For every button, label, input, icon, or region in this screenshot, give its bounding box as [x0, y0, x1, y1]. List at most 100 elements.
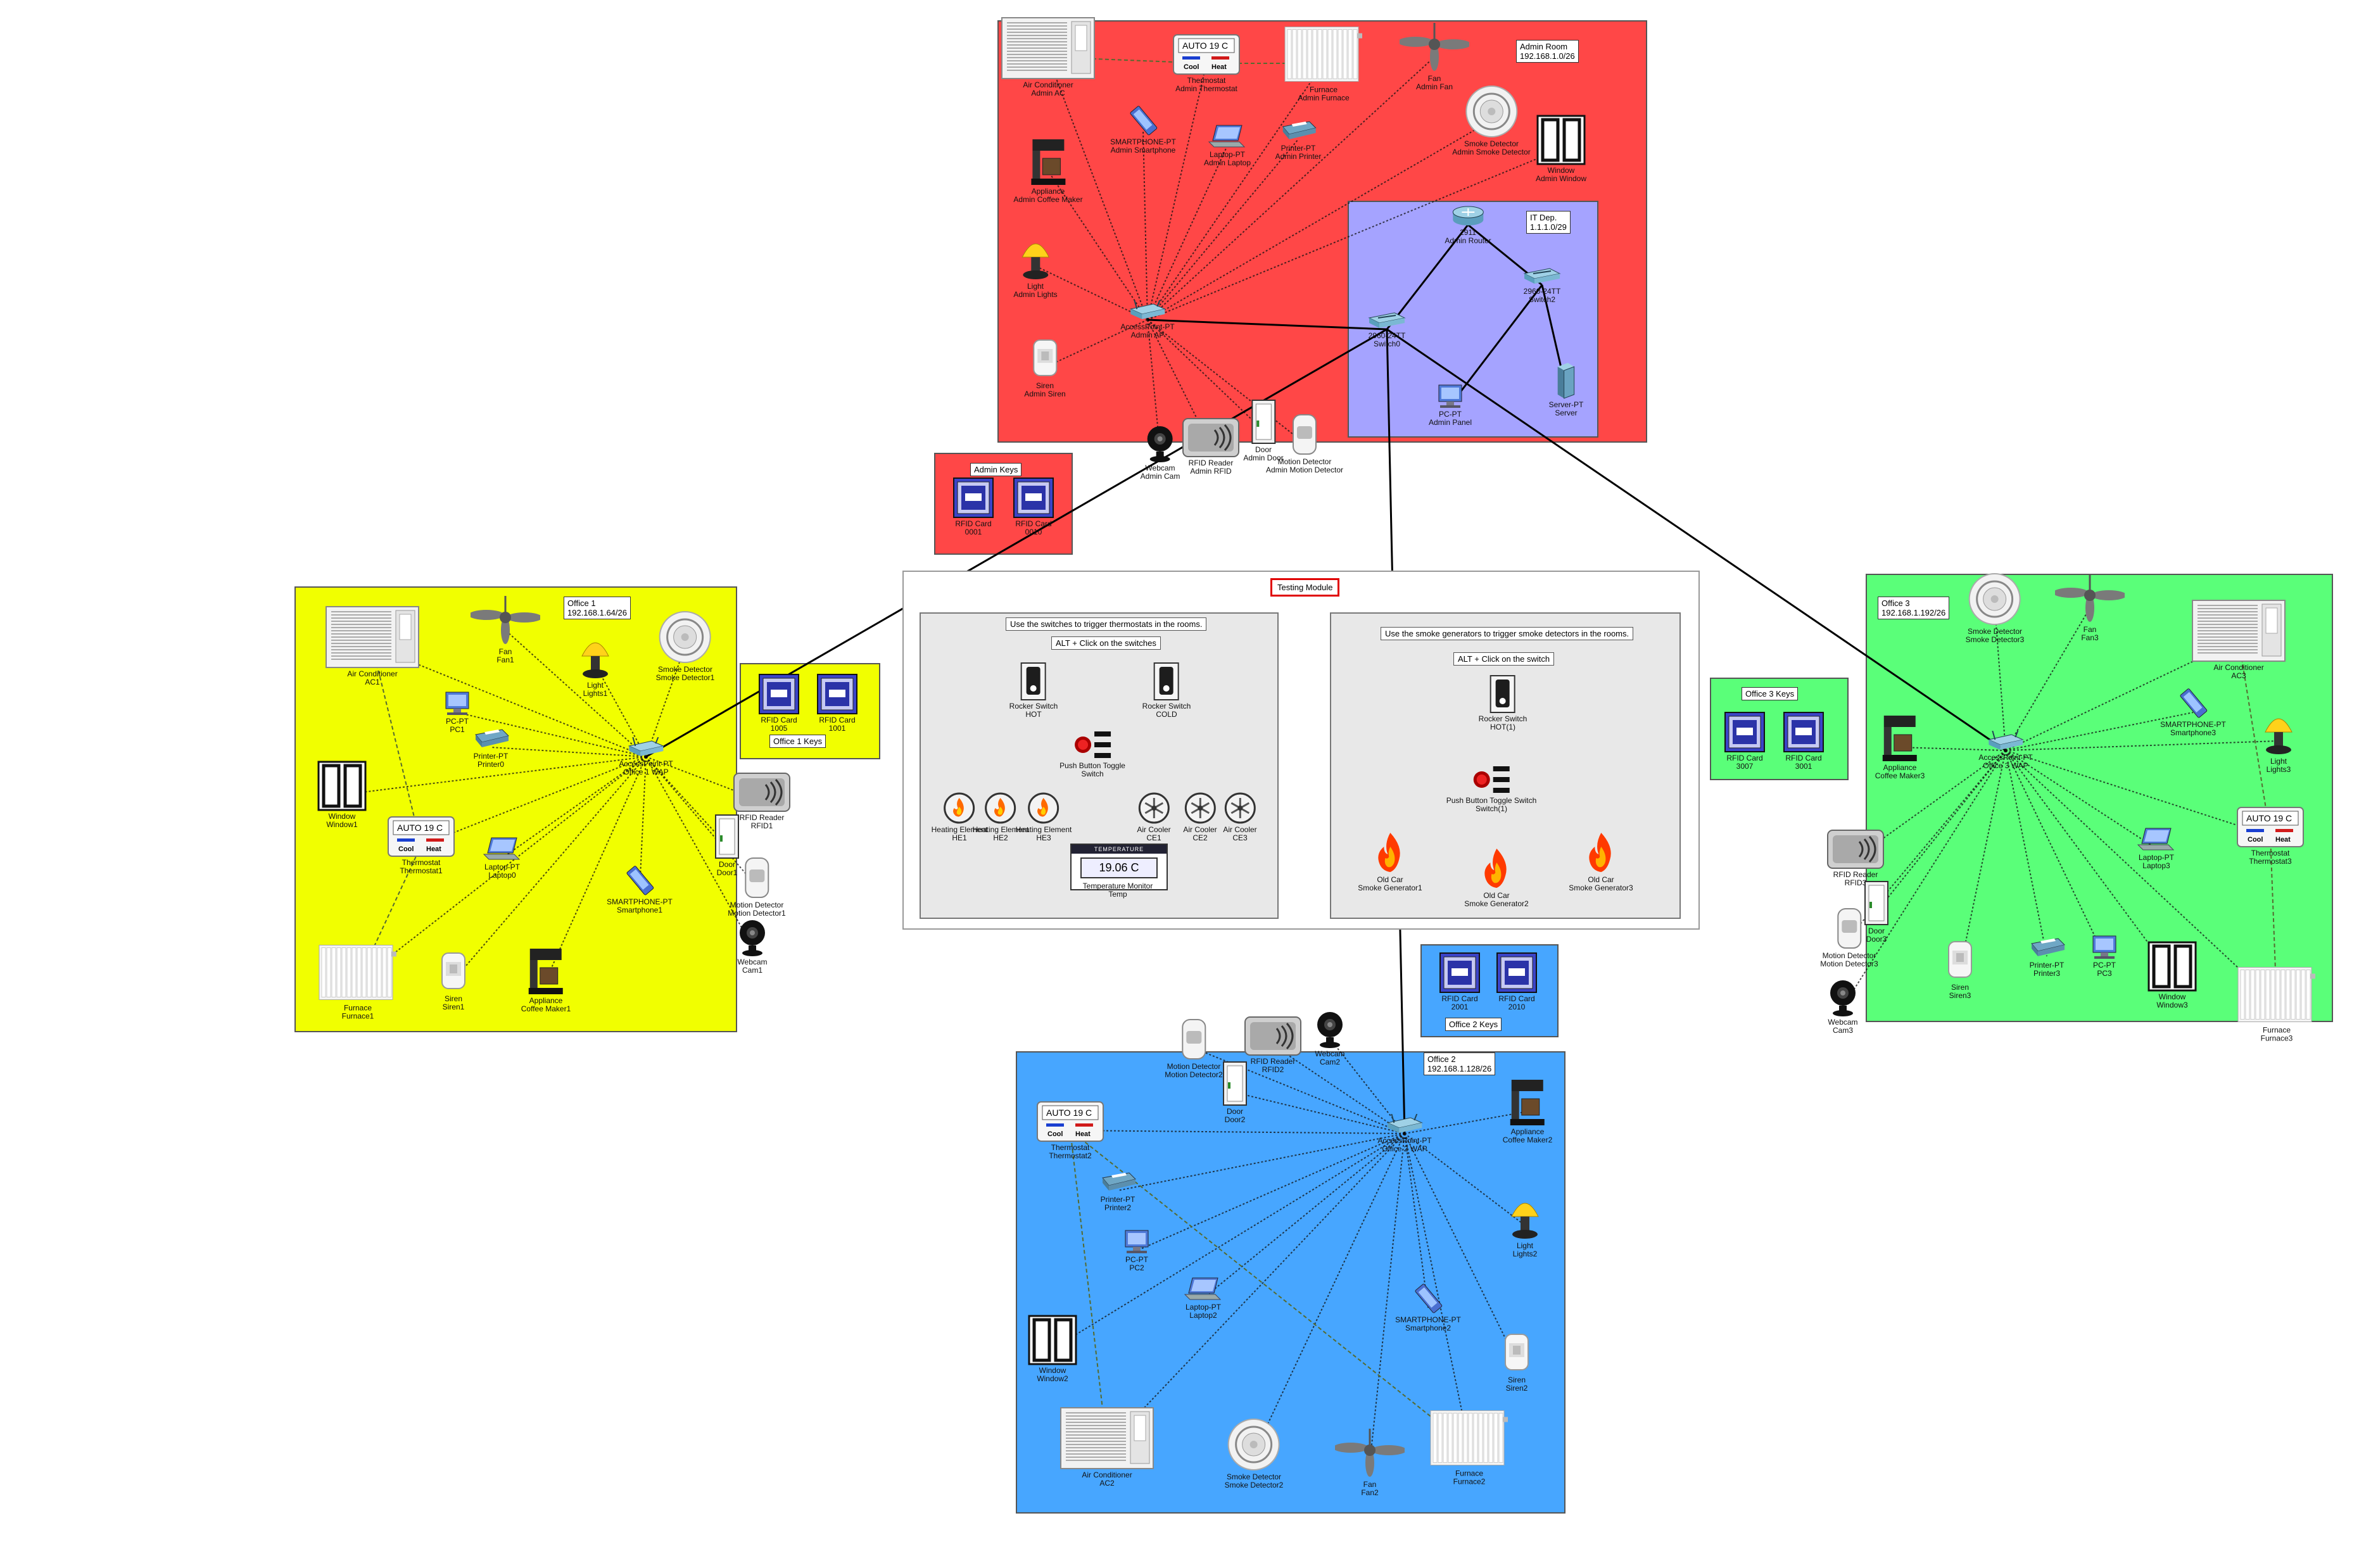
- device-office2-fan[interactable]: Fan Fan2: [1335, 1429, 1405, 1497]
- device-admin-door[interactable]: Door Admin Door: [1243, 399, 1284, 462]
- device-card-2010[interactable]: RFID Card 2010: [1496, 952, 1538, 1011]
- device-card-1005[interactable]: RFID Card 1005: [758, 673, 800, 733]
- device-card-1001[interactable]: RFID Card 1001: [816, 673, 858, 733]
- device-office2-webcam[interactable]: Webcam Cam2: [1313, 1011, 1346, 1066]
- device-office2-ac[interactable]: Air Conditioner AC2: [1059, 1407, 1154, 1488]
- device-office1-motion[interactable]: Motion Detector Motion Detector1: [728, 856, 786, 918]
- device-admin-light[interactable]: Light Admin Lights: [1013, 233, 1058, 299]
- device-he1[interactable]: Heating Element HE1: [932, 792, 987, 842]
- device-admin-ac[interactable]: Air Conditioner Admin AC: [1001, 16, 1096, 98]
- device-office2-furnace[interactable]: Furnace Furnace2: [1428, 1408, 1510, 1486]
- device-office3-motion[interactable]: Motion Detector Motion Detector3: [1820, 906, 1878, 968]
- device-switch2[interactable]: 2960-24TT Switch2: [1522, 266, 1562, 304]
- device-office2-rfid[interactable]: RFID Reader RFID2: [1244, 1016, 1302, 1074]
- device-admin-pc[interactable]: PC-PT Admin Panel: [1429, 384, 1472, 427]
- device-office1-ap[interactable]: AccessPoint-PT Office 1 WAP: [619, 737, 673, 776]
- device-office2-siren[interactable]: Siren Siren2: [1500, 1331, 1533, 1393]
- device-office2-motion[interactable]: Motion Detector Motion Detector2: [1165, 1017, 1223, 1079]
- device-card-3007[interactable]: RFID Card 3007: [1724, 711, 1766, 771]
- device-admin-furnace[interactable]: Furnace Admin Furnace: [1282, 25, 1365, 103]
- device-office3-door[interactable]: Door Door3: [1864, 880, 1889, 944]
- device-switch0[interactable]: 2960-24TT Switch0: [1367, 310, 1407, 348]
- device-admin-coffee[interactable]: Appliance Admin Coffee Maker: [1013, 138, 1083, 204]
- device-office1-webcam[interactable]: Webcam Cam1: [736, 919, 769, 975]
- device-office2-laptop[interactable]: Laptop-PT Laptop2: [1184, 1277, 1223, 1320]
- device-server[interactable]: Server-PT Server: [1549, 362, 1583, 417]
- device-office2-door[interactable]: Door Door2: [1222, 1061, 1248, 1124]
- device-office1-smartphone[interactable]: SMARTPHONE-PT Smartphone1: [607, 865, 673, 914]
- device-office1-furnace[interactable]: Furnace Furnace1: [317, 943, 399, 1021]
- device-smoke-gen1[interactable]: Old Car Smoke Generator1: [1358, 830, 1422, 892]
- device-office3-printer[interactable]: Printer-PT Printer3: [2027, 935, 2067, 978]
- device-office1-ac[interactable]: Air Conditioner AC1: [325, 605, 420, 686]
- device-office2-pc[interactable]: PC-PT PC2: [1122, 1229, 1152, 1272]
- device-admin-window[interactable]: Window Admin Window: [1536, 115, 1586, 183]
- device-office1-coffee[interactable]: Appliance Coffee Maker1: [521, 947, 571, 1013]
- device-he3[interactable]: Heating Element HE3: [1016, 792, 1072, 842]
- device-office3-furnace[interactable]: Furnace Furnace3: [2236, 965, 2318, 1043]
- device-admin-siren[interactable]: Siren Admin Siren: [1024, 336, 1066, 398]
- device-office1-door[interactable]: Door Door1: [714, 814, 740, 877]
- device-admin-laptop[interactable]: Laptop-PT Admin Laptop: [1204, 124, 1251, 167]
- device-smoke-gen2[interactable]: Old Car Smoke Generator2: [1464, 846, 1529, 908]
- device-office3-rfid[interactable]: RFID Reader RFID3: [1826, 829, 1885, 887]
- device-office2-smartphone[interactable]: SMARTPHONE-PT Smartphone2: [1395, 1283, 1461, 1332]
- device-toggle-switch1[interactable]: Push Button Toggle Switch Switch(1): [1446, 764, 1536, 813]
- device-admin-fan[interactable]: Fan Admin Fan: [1400, 23, 1469, 91]
- device-ce3[interactable]: Air Cooler CE3: [1223, 792, 1257, 842]
- device-switch-cold[interactable]: Rocker Switch COLD: [1142, 662, 1191, 719]
- device-ce2[interactable]: Air Cooler CE2: [1183, 792, 1217, 842]
- device-office1-laptop[interactable]: Laptop-PT Laptop0: [483, 837, 522, 880]
- device-office3-smoke[interactable]: Smoke Detector Smoke Detector3: [1966, 572, 2024, 644]
- device-switch-hot[interactable]: Rocker Switch HOT: [1009, 662, 1058, 719]
- device-office2-smoke[interactable]: Smoke Detector Smoke Detector2: [1225, 1417, 1283, 1489]
- device-office1-printer[interactable]: Printer-PT Printer0: [471, 726, 511, 769]
- device-office1-siren[interactable]: Siren Siren1: [437, 949, 470, 1011]
- device-card-3001[interactable]: RFID Card 3001: [1783, 711, 1825, 771]
- device-office3-coffee[interactable]: Appliance Coffee Maker3: [1875, 714, 1925, 780]
- device-office3-ap[interactable]: AccessPoint-PT Office 3 WAP: [1978, 731, 2033, 770]
- device-office3-webcam[interactable]: Webcam Cam3: [1826, 979, 1859, 1035]
- device-admin-smoke[interactable]: Smoke Detector Admin Smoke Detector: [1452, 84, 1531, 156]
- device-ce1[interactable]: Air Cooler CE1: [1137, 792, 1171, 842]
- device-card-0001[interactable]: RFID Card 0001: [952, 477, 994, 536]
- device-office1-window[interactable]: Window Window1: [317, 761, 367, 829]
- device-office3-light[interactable]: Light Lights3: [2259, 708, 2298, 774]
- device-admin-motion[interactable]: Motion Detector Admin Motion Detector: [1266, 412, 1343, 474]
- device-admin-webcam[interactable]: Webcam Admin Cam: [1141, 425, 1180, 481]
- device-admin-ap[interactable]: AccessPoint-PT Admin AP: [1120, 300, 1175, 339]
- device-admin-rfid[interactable]: RFID Reader Admin RFID: [1182, 417, 1240, 476]
- device-toggle-switch[interactable]: Push Button Toggle Switch: [1059, 729, 1125, 778]
- device-office1-fan[interactable]: Fan Fan1: [471, 596, 540, 664]
- device-card-2001[interactable]: RFID Card 2001: [1439, 952, 1481, 1011]
- device-office2-ap[interactable]: AccessPoint-PT Office 2 WAP: [1377, 1114, 1432, 1153]
- device-office2-window[interactable]: Window Window2: [1028, 1315, 1077, 1383]
- device-admin-smartphone[interactable]: SMARTPHONE-PT Admin Smartphone: [1110, 105, 1176, 155]
- device-office3-window[interactable]: Window Window3: [2147, 941, 2197, 1009]
- device-office3-ac[interactable]: Air Conditioner AC3: [2191, 599, 2286, 680]
- device-office2-printer[interactable]: Printer-PT Printer2: [1097, 1169, 1138, 1212]
- device-office1-smoke[interactable]: Smoke Detector Smoke Detector1: [656, 610, 714, 682]
- device-office2-light[interactable]: Light Lights2: [1505, 1192, 1545, 1258]
- device-office1-rfid[interactable]: RFID Reader RFID1: [733, 772, 791, 830]
- device-he2[interactable]: Heating Element HE2: [973, 792, 1028, 842]
- device-smoke-gen3[interactable]: Old Car Smoke Generator3: [1569, 830, 1633, 892]
- device-office1-pc[interactable]: PC-PT PC1: [442, 691, 472, 734]
- device-temp-monitor[interactable]: Temperature Monitor Temp: [1083, 875, 1153, 899]
- device-office3-laptop[interactable]: Laptop-PT Laptop3: [2137, 827, 2176, 870]
- device-switch-hot1[interactable]: Rocker Switch HOT(1): [1479, 674, 1527, 731]
- device-office3-fan[interactable]: Fan Fan3: [2055, 574, 2125, 642]
- device-card-0010[interactable]: RFID Card 0010: [1013, 477, 1054, 536]
- device-office3-smartphone[interactable]: SMARTPHONE-PT Smartphone3: [2160, 688, 2226, 737]
- device-office1-light[interactable]: Light Lights1: [576, 632, 615, 698]
- device-admin-printer[interactable]: Printer-PT Admin Printer: [1275, 118, 1321, 161]
- device-admin-router[interactable]: 2911 Admin Router: [1445, 205, 1491, 245]
- device-office3-siren[interactable]: Siren Siren3: [1944, 938, 1976, 1000]
- device-office2-coffee[interactable]: Appliance Coffee Maker2: [1503, 1078, 1552, 1144]
- device-office3-pc[interactable]: PC-PT PC3: [2089, 935, 2120, 978]
